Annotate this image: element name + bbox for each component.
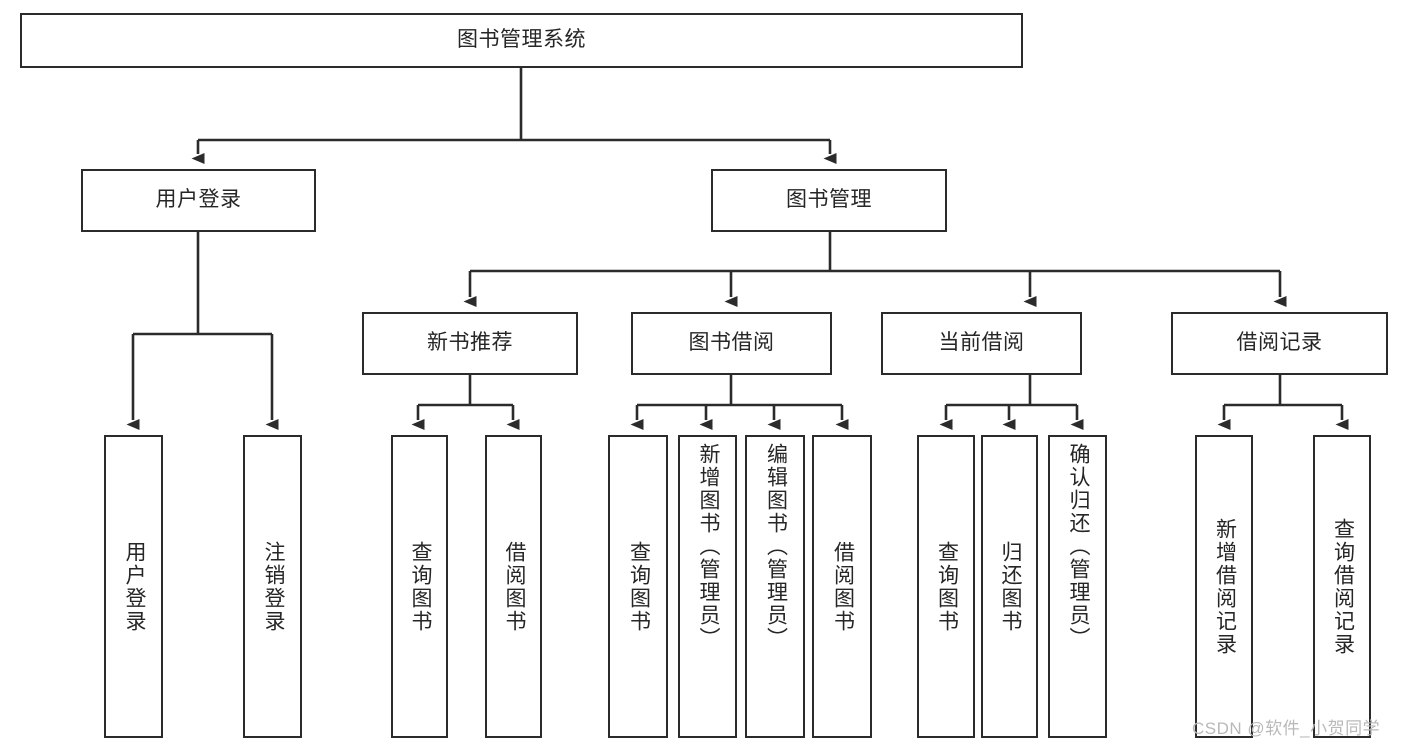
leaf-edit-book-admin-label: 编辑图书（管理员） bbox=[764, 443, 788, 650]
leaf-user-login[interactable]: 用户登录 bbox=[104, 435, 163, 738]
node-root-label: 图书管理系统 bbox=[457, 28, 586, 52]
leaf-add-borrow-record[interactable]: 新增借阅记录 bbox=[1195, 435, 1253, 738]
leaf-logout[interactable]: 注销登录 bbox=[243, 435, 302, 738]
leaf-query-book-current-label: 查询图书 bbox=[935, 540, 959, 633]
csdn-watermark: CSDN @软件_小贺同学 bbox=[1192, 719, 1381, 738]
node-root[interactable]: 图书管理系统 bbox=[20, 13, 1023, 68]
node-book-management-label: 图书管理 bbox=[786, 188, 872, 212]
leaf-borrow-book[interactable]: 借阅图书 bbox=[812, 435, 872, 738]
node-new-book-recommend[interactable]: 新书推荐 bbox=[362, 312, 578, 375]
leaf-return-book-label: 归还图书 bbox=[998, 540, 1022, 633]
node-book-borrow[interactable]: 图书借阅 bbox=[631, 312, 832, 375]
leaf-add-book-admin-label: 新增图书（管理员） bbox=[696, 443, 720, 650]
node-new-book-recommend-label: 新书推荐 bbox=[427, 331, 513, 355]
leaf-add-borrow-record-label: 新增借阅记录 bbox=[1213, 517, 1237, 656]
leaf-logout-label: 注销登录 bbox=[261, 540, 285, 633]
node-borrow-record[interactable]: 借阅记录 bbox=[1171, 312, 1388, 375]
leaf-add-book-admin[interactable]: 新增图书（管理员） bbox=[678, 435, 737, 738]
node-borrow-record-label: 借阅记录 bbox=[1236, 331, 1323, 355]
node-book-borrow-label: 图书借阅 bbox=[688, 331, 775, 355]
leaf-borrow-book-label: 借阅图书 bbox=[831, 540, 855, 633]
leaf-borrow-book-recommend[interactable]: 借阅图书 bbox=[485, 435, 542, 738]
node-user-login-label: 用户登录 bbox=[155, 188, 242, 212]
leaf-borrow-book-recommend-label: 借阅图书 bbox=[502, 540, 526, 633]
node-user-login[interactable]: 用户登录 bbox=[81, 169, 316, 232]
leaf-query-book-recommend[interactable]: 查询图书 bbox=[391, 435, 448, 738]
node-current-borrow-label: 当前借阅 bbox=[938, 331, 1025, 355]
leaf-query-book-current[interactable]: 查询图书 bbox=[917, 435, 975, 738]
leaf-query-borrow-record-label: 查询借阅记录 bbox=[1331, 517, 1355, 656]
leaf-edit-book-admin[interactable]: 编辑图书（管理员） bbox=[745, 435, 805, 738]
leaf-confirm-return-admin-label: 确认归还（管理员） bbox=[1066, 443, 1090, 650]
leaf-confirm-return-admin[interactable]: 确认归还（管理员） bbox=[1048, 435, 1107, 738]
leaf-query-book-borrow[interactable]: 查询图书 bbox=[608, 435, 668, 738]
leaf-user-login-label: 用户登录 bbox=[122, 540, 146, 633]
leaf-query-book-recommend-label: 查询图书 bbox=[408, 540, 432, 633]
node-book-management[interactable]: 图书管理 bbox=[711, 169, 947, 232]
leaf-return-book[interactable]: 归还图书 bbox=[981, 435, 1038, 738]
node-current-borrow[interactable]: 当前借阅 bbox=[881, 312, 1082, 375]
leaf-query-borrow-record[interactable]: 查询借阅记录 bbox=[1313, 435, 1371, 738]
leaf-query-book-borrow-label: 查询图书 bbox=[627, 540, 651, 633]
